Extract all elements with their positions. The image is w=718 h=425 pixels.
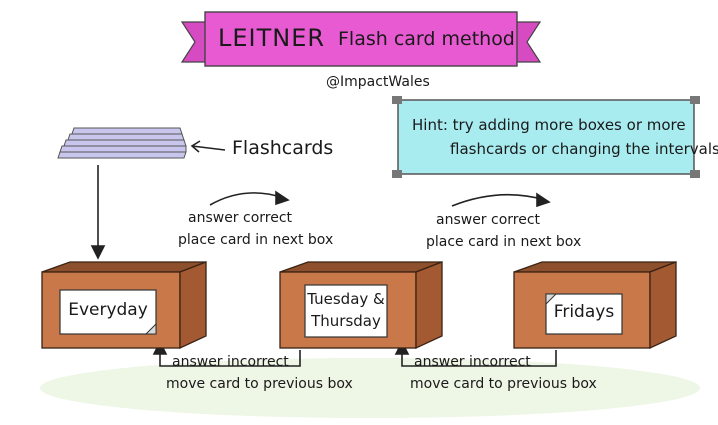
correct-arrow-2 (451, 192, 551, 208)
box-everyday (41, 261, 207, 350)
correct-1-line-2: place card in next box (178, 232, 334, 248)
correct-1-line-1: answer correct (188, 210, 293, 226)
title-banner (180, 11, 542, 67)
incorrect-2-line-1: answer incorrect (414, 354, 531, 370)
flashcards-pointer-arrow (190, 140, 226, 153)
box-2-label-line-1: Tuesday & (307, 290, 385, 308)
hint-board (392, 96, 700, 178)
incorrect-1-line-2: move card to previous box (166, 376, 353, 392)
box-1-label: Everyday (68, 300, 148, 320)
hint-line-1: Hint: try adding more boxes or more (412, 116, 686, 134)
incorrect-1-line-1: answer incorrect (172, 354, 289, 370)
correct-arrow-1 (209, 190, 290, 206)
ground-shadow (40, 358, 700, 418)
stack-to-box-arrow (90, 165, 106, 260)
correct-2-line-2: place card in next box (426, 234, 582, 250)
correct-2-line-1: answer correct (436, 212, 541, 228)
box-fridays (513, 261, 677, 350)
hint-line-2: flashcards or changing the intervals (450, 140, 718, 158)
flashcards-stack-icon (57, 127, 187, 159)
title-main: LEITNER (218, 24, 326, 52)
box-2-label-line-2: Thursday (311, 312, 381, 330)
author-handle: @ImpactWales (326, 74, 430, 90)
box-3-label: Fridays (553, 302, 615, 322)
incorrect-2-line-2: move card to previous box (410, 376, 597, 392)
title-rest: Flash card method (338, 28, 515, 50)
box-tuesday-thursday (279, 261, 443, 350)
flashcards-label: Flashcards (232, 137, 334, 159)
